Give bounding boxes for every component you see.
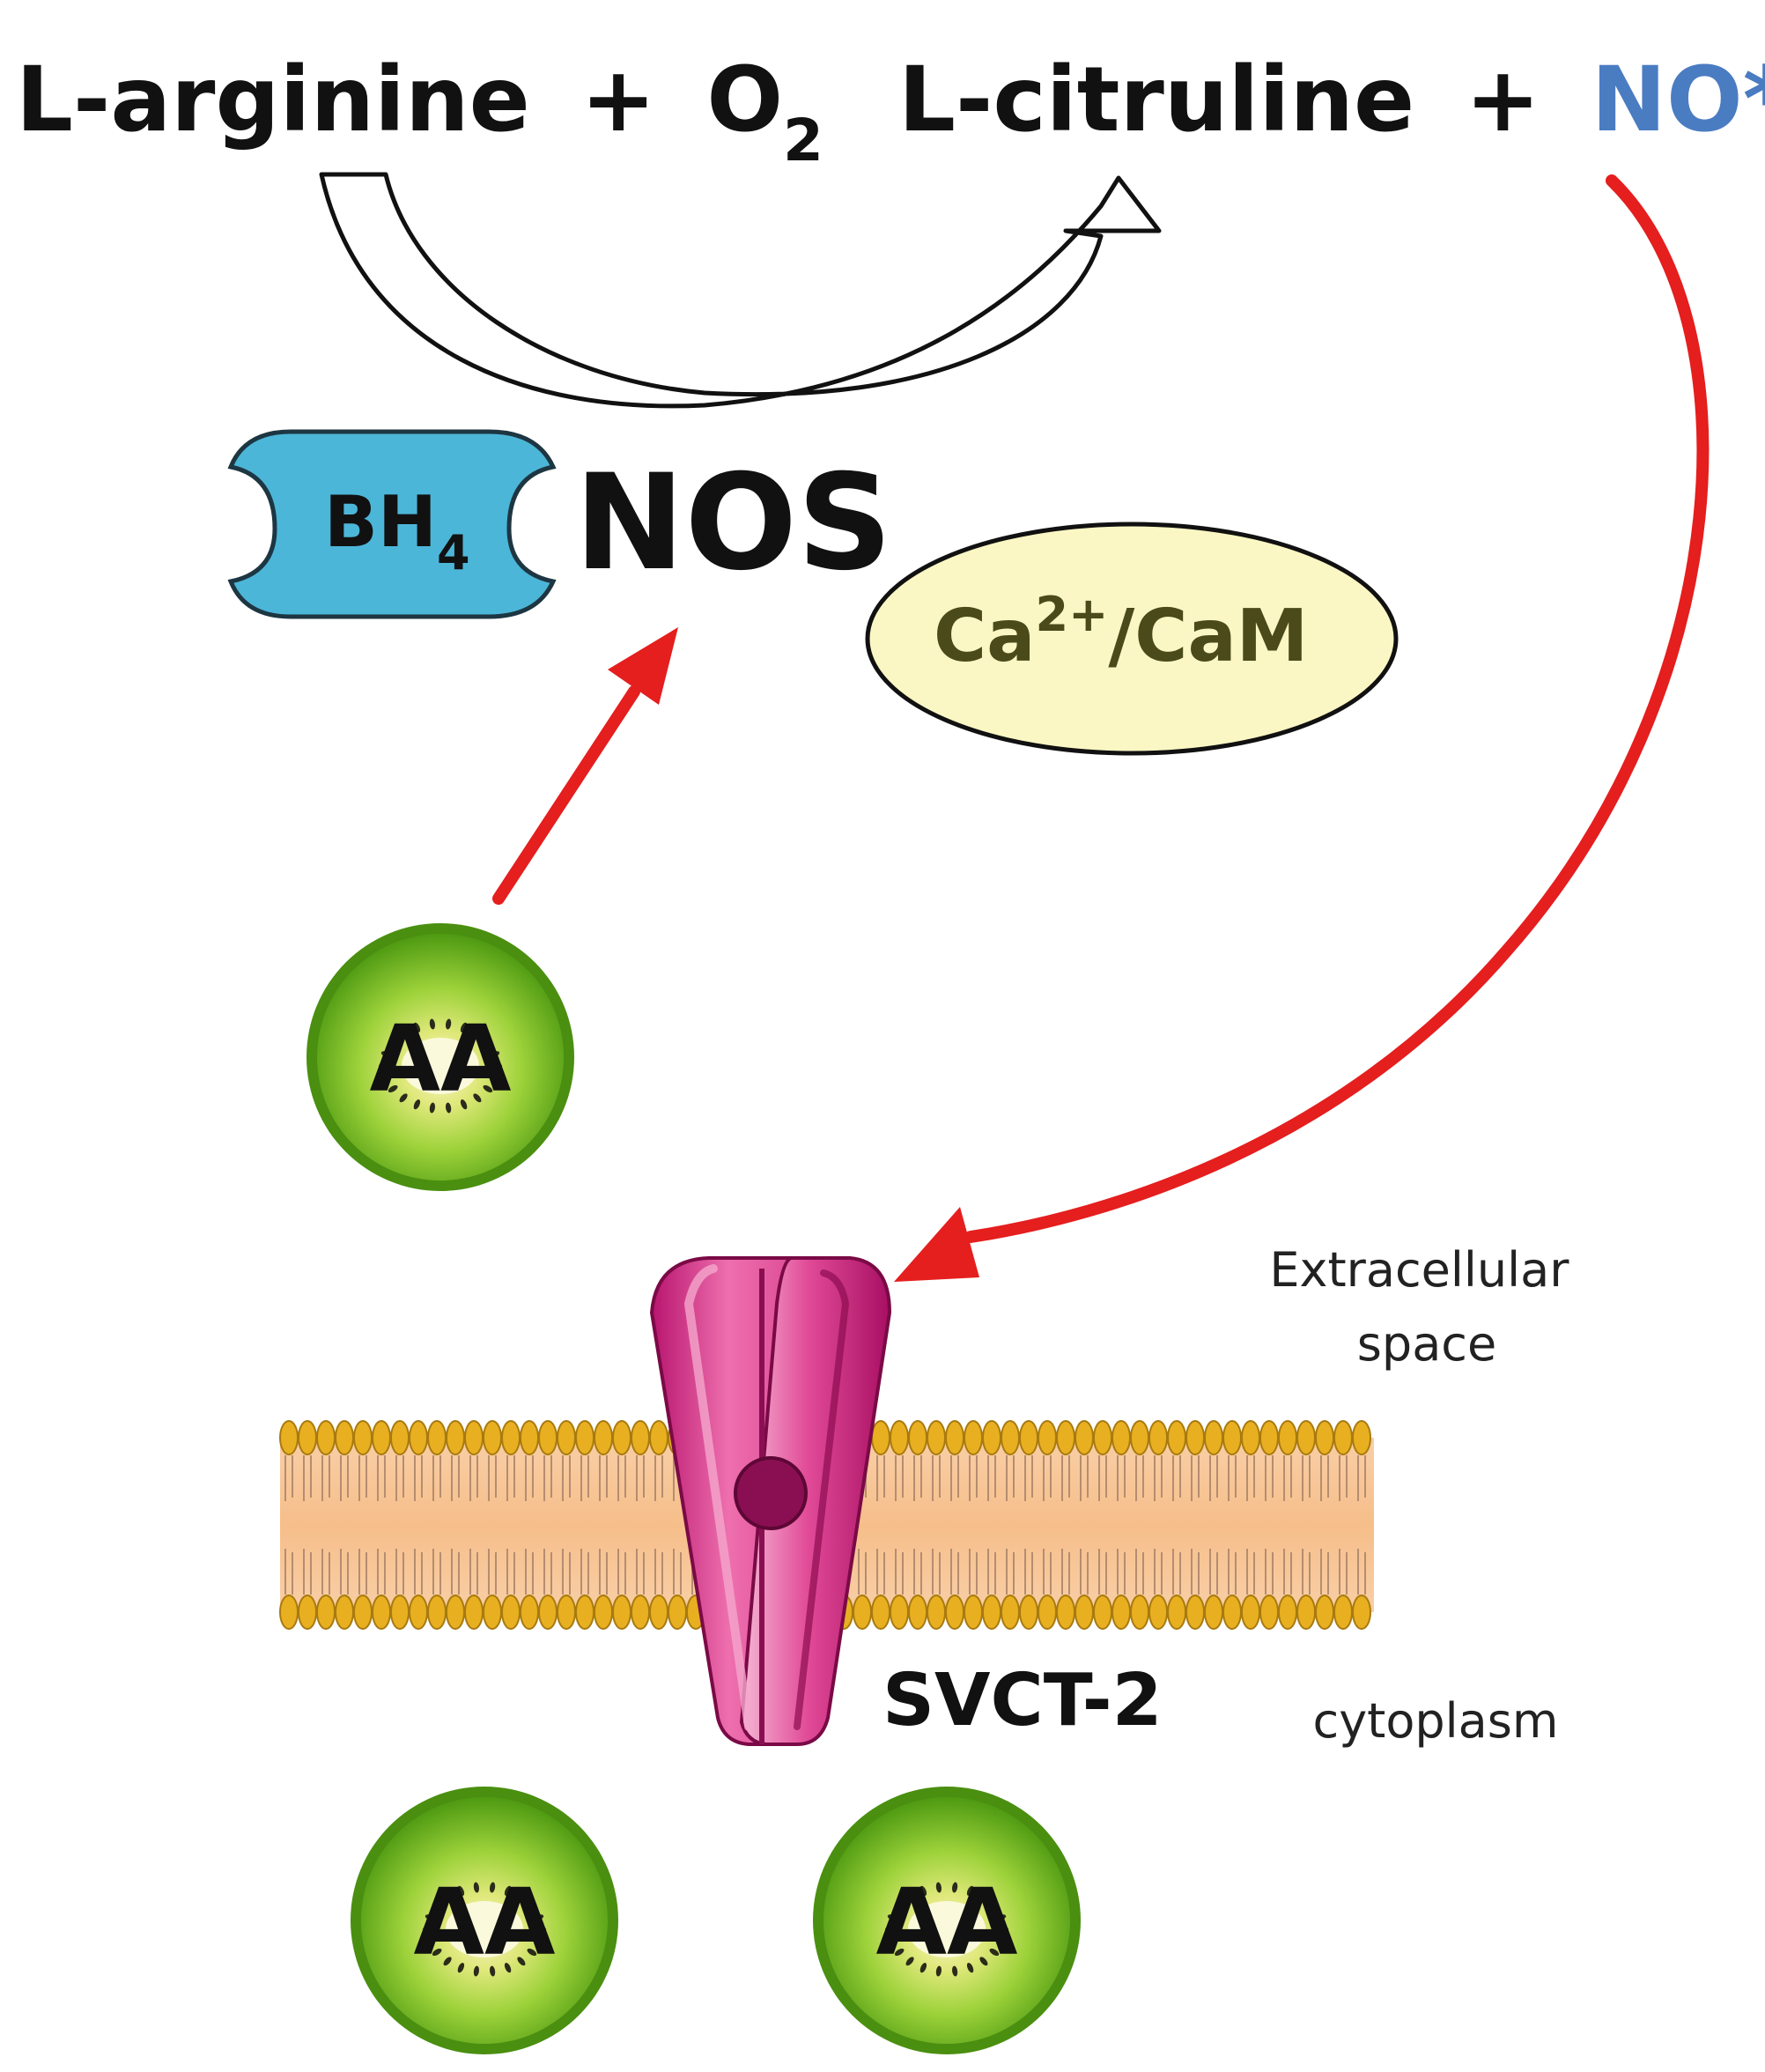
cytoplasm-label: cytoplasm xyxy=(1313,1693,1559,1749)
bh4-cofactor-shape xyxy=(227,429,557,619)
plus-sign-2: + xyxy=(1466,48,1540,152)
svct2-label: SVCT-2 xyxy=(882,1659,1163,1743)
nos-enzyme-label: NOS xyxy=(574,447,892,600)
product-nitric-oxide: NO* xyxy=(1591,48,1765,152)
ca-calmodulin-label: Ca2+/CaM xyxy=(934,587,1308,678)
aa-label: AA xyxy=(370,1005,512,1113)
aa-molecule-nos-side: AA xyxy=(306,923,574,1191)
aa-label: AA xyxy=(414,1868,556,1976)
ca-superscript: 2+ xyxy=(1036,587,1109,642)
plus-sign-1: + xyxy=(580,48,655,152)
aa-molecule-cytoplasm-2: AA xyxy=(813,1787,1081,2054)
cam-label: /CaM xyxy=(1108,595,1308,678)
oxygen-subscript: 2 xyxy=(783,107,823,174)
bh4-subscript: 4 xyxy=(437,525,470,581)
substrate-oxygen: O xyxy=(706,48,783,152)
reaction-arrow-icon xyxy=(319,172,1162,409)
product-l-citruline: L-citruline + NO* xyxy=(898,48,1765,152)
transporter-channel-icon xyxy=(649,1256,892,1746)
aa-molecule-cytoplasm-1: AA xyxy=(351,1787,618,2054)
ca-calmodulin-ellipse xyxy=(865,522,1399,756)
no-to-svct2-arrow xyxy=(894,174,1710,1282)
extracellular-line-2: space xyxy=(1357,1316,1496,1372)
bh4-label: BH4 xyxy=(324,481,470,581)
substrate-l-arginine: L-arginine + O2 xyxy=(16,48,823,174)
aa-label: AA xyxy=(876,1868,1018,1976)
extracellular-space-label: Extracellular space xyxy=(1269,1242,1584,1372)
transporter-binding-site xyxy=(734,1456,808,1530)
extracellular-line-1: Extracellular xyxy=(1269,1242,1569,1298)
aa-activates-nos-arrow xyxy=(492,627,678,905)
